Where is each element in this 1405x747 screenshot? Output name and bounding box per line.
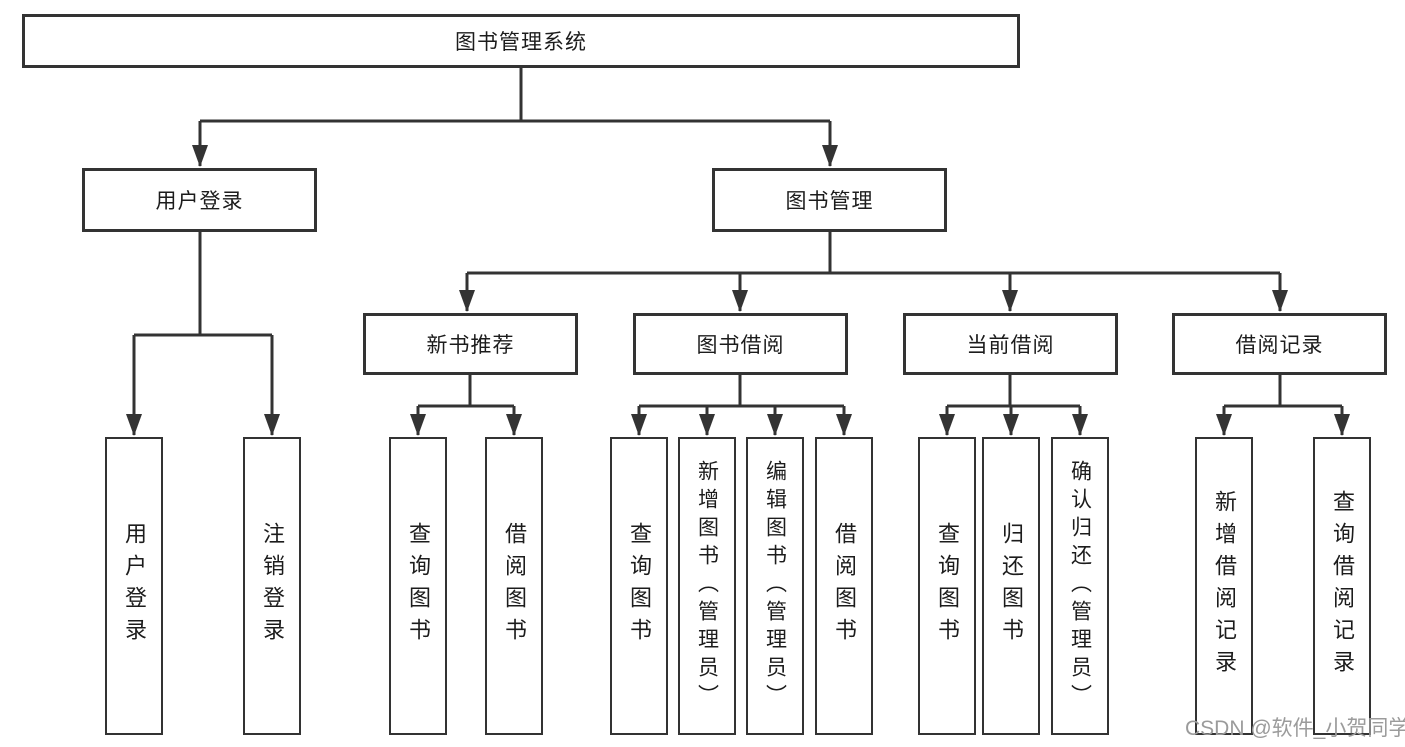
node-leaf-borrow-books-2-label: 借阅图书	[832, 522, 857, 650]
node-current-borrow: 当前借阅	[903, 313, 1118, 375]
node-leaf-return-books: 归还图书	[982, 437, 1040, 735]
node-current-borrow-label: 当前借阅	[966, 334, 1055, 357]
node-new-book-recommend-label: 新书推荐	[426, 334, 515, 357]
node-leaf-add-books-admin-label: 新增图书（管理员）	[695, 460, 719, 712]
node-leaf-borrow-books-2: 借阅图书	[815, 437, 873, 735]
node-leaf-user-login: 用户登录	[105, 437, 163, 735]
node-book-management-label: 图书管理	[785, 190, 874, 213]
node-leaf-query-borrow-record-label: 查询借阅记录	[1330, 490, 1355, 682]
node-leaf-query-borrow-record: 查询借阅记录	[1313, 437, 1371, 735]
node-leaf-confirm-return-admin-label: 确认归还（管理员）	[1068, 460, 1092, 712]
node-leaf-edit-books-admin-label: 编辑图书（管理员）	[763, 460, 787, 712]
node-leaf-user-login-label: 用户登录	[122, 522, 147, 650]
node-library-system-label: 图书管理系统	[455, 31, 587, 54]
node-user-login: 用户登录	[82, 168, 317, 232]
node-leaf-query-books-1-label: 查询图书	[406, 522, 431, 650]
node-leaf-query-books-2: 查询图书	[610, 437, 668, 735]
node-leaf-borrow-books-1-label: 借阅图书	[502, 522, 527, 650]
node-leaf-confirm-return-admin: 确认归还（管理员）	[1051, 437, 1109, 735]
node-leaf-logout-label: 注销登录	[260, 522, 285, 650]
node-leaf-query-books-2-label: 查询图书	[627, 522, 652, 650]
node-leaf-borrow-books-1: 借阅图书	[485, 437, 543, 735]
node-leaf-add-borrow-record: 新增借阅记录	[1195, 437, 1253, 735]
node-leaf-logout: 注销登录	[243, 437, 301, 735]
node-leaf-add-books-admin: 新增图书（管理员）	[678, 437, 736, 735]
node-leaf-add-borrow-record-label: 新增借阅记录	[1212, 490, 1237, 682]
node-borrow-records-label: 借阅记录	[1235, 334, 1324, 357]
node-borrow-records: 借阅记录	[1172, 313, 1387, 375]
node-leaf-query-books-3: 查询图书	[918, 437, 976, 735]
node-book-borrow: 图书借阅	[633, 313, 848, 375]
node-new-book-recommend: 新书推荐	[363, 313, 578, 375]
node-book-borrow-label: 图书借阅	[696, 334, 785, 357]
node-leaf-query-books-1: 查询图书	[389, 437, 447, 735]
watermark: CSDN @软件_小贺同学	[1185, 717, 1405, 740]
node-leaf-query-books-3-label: 查询图书	[935, 522, 960, 650]
node-leaf-edit-books-admin: 编辑图书（管理员）	[746, 437, 804, 735]
node-user-login-label: 用户登录	[155, 190, 244, 213]
node-book-management: 图书管理	[712, 168, 947, 232]
node-library-system: 图书管理系统	[22, 14, 1020, 68]
node-leaf-return-books-label: 归还图书	[999, 522, 1024, 650]
